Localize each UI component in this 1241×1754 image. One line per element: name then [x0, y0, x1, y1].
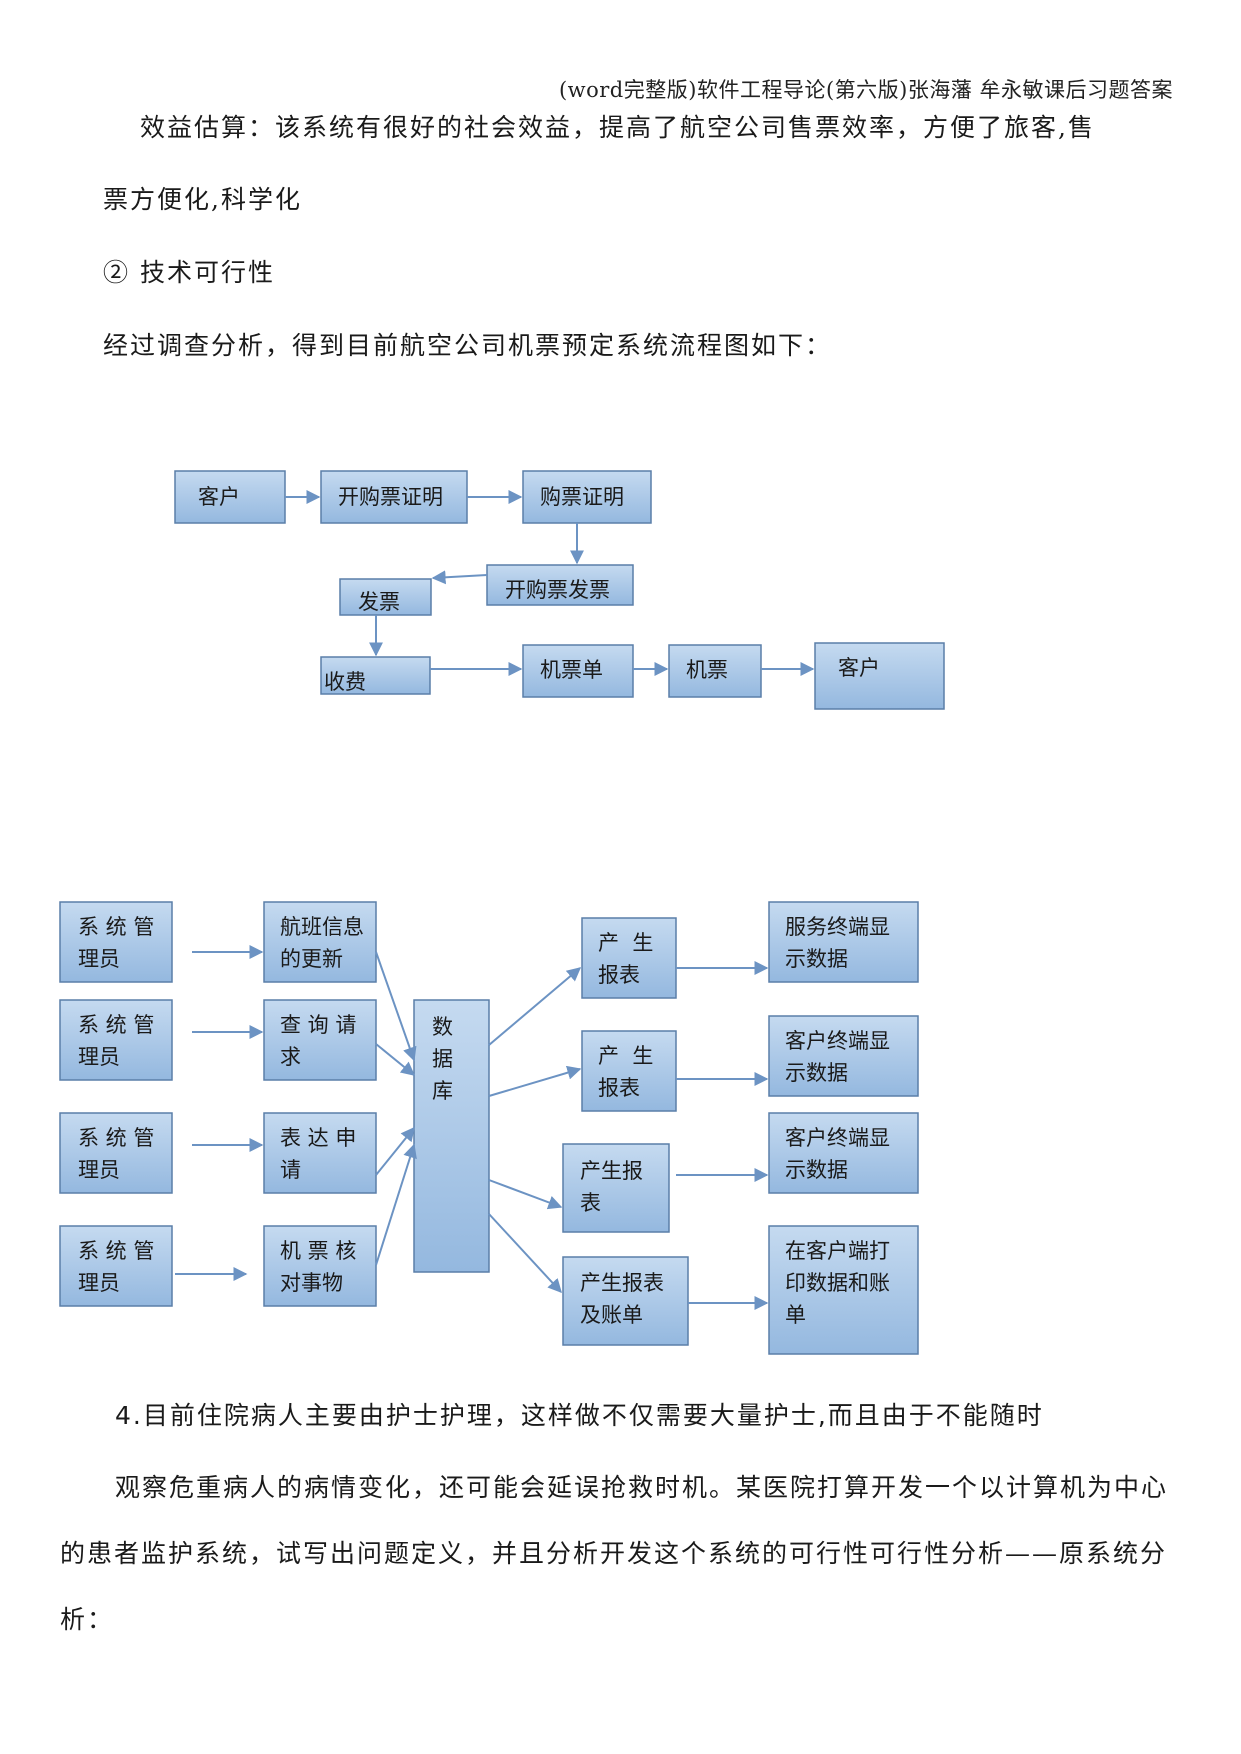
svg-text:产 生: 产 生: [598, 931, 653, 955]
svg-text:对事物: 对事物: [280, 1271, 343, 1295]
flow1-node-invoice: 发票: [339, 578, 432, 616]
svg-text:产生报: 产生报: [580, 1159, 643, 1183]
svg-text:服务终端显: 服务终端显: [785, 915, 890, 939]
svg-text:报表: 报表: [598, 963, 640, 987]
svg-text:请: 请: [280, 1158, 301, 1182]
svg-text:表: 表: [580, 1191, 601, 1215]
action-box-flight-update: 航班信息 的更新: [263, 901, 377, 983]
flow1-node-ticket-form: 机票单: [522, 644, 634, 698]
flow1-node-issue-purchase-proof: 开购票证明: [320, 470, 468, 524]
report-box-2: 产 生 报表: [581, 1030, 677, 1112]
action-box-query-request: 查 询 请 求: [263, 999, 377, 1081]
paragraph-flow-intro: 经过调查分析，得到目前航空公司机票预定系统流程图如下：: [103, 331, 833, 360]
svg-text:客户: 客户: [838, 656, 880, 680]
svg-text:开购票证明: 开购票证明: [338, 485, 443, 509]
svg-text:系 统 管: 系 统 管: [78, 1239, 154, 1263]
ticket-flow-chart: 客户 开购票证明 购票证明 开购票发票 发票 收费 机票单 机票: [174, 470, 945, 710]
svg-text:在客户端打: 在客户端打: [785, 1239, 890, 1263]
svg-text:机票单: 机票单: [540, 658, 603, 682]
svg-text:印数据和账: 印数据和账: [785, 1271, 890, 1295]
svg-text:数: 数: [432, 1015, 453, 1039]
svg-text:查 询 请: 查 询 请: [280, 1013, 356, 1037]
question-4-line-1: 4.目前住院病人主要由护士护理，这样做不仅需要大量护士,而且由于不能随时: [115, 1401, 1044, 1430]
flow-diagrams: 客户 开购票证明 购票证明 开购票发票 发票 收费 机票单 机票: [59, 470, 945, 1355]
flow1-node-purchase-proof: 购票证明: [522, 470, 652, 524]
flow1-node-customer-start: 客户: [174, 470, 286, 524]
question-4-line-4: 析：: [60, 1605, 115, 1634]
report-box-1: 产 生 报表: [581, 917, 677, 999]
page-header: (word完整版)软件工程导论(第六版)张海藩 牟永敏课后习题答案: [558, 78, 1173, 102]
action-box-ticket-check: 机 票 核 对事物: [263, 1225, 377, 1307]
svg-text:单: 单: [785, 1303, 806, 1327]
admin-box-3: 系 统 管 理员: [59, 1112, 173, 1194]
paragraph-benefit-continued: 票方便化,科学化: [103, 185, 302, 214]
svg-text:表 达 申: 表 达 申: [280, 1126, 356, 1150]
flow1-node-customer-end: 客户: [814, 642, 945, 710]
svg-text:客户终端显: 客户终端显: [785, 1126, 890, 1150]
management-flow-chart: 系 统 管 理员 系 统 管 理员 系 统 管 理员 系 统 管 理员 航班信息…: [59, 901, 919, 1355]
admin-box-1: 系 统 管 理员: [59, 901, 173, 983]
question-4-line-2: 观察危重病人的病情变化，还可能会延误抢救时机。某医院打算开发一个以计算机为中心: [115, 1473, 1169, 1502]
flow1-arrows: [285, 490, 815, 676]
output-box-service-terminal: 服务终端显 示数据: [768, 901, 919, 983]
svg-text:系 统 管: 系 统 管: [78, 915, 154, 939]
svg-text:的更新: 的更新: [280, 947, 343, 971]
svg-text:发票: 发票: [358, 590, 400, 614]
svg-text:产 生: 产 生: [598, 1044, 653, 1068]
flow1-node-issue-invoice: 开购票发票: [486, 564, 634, 606]
svg-text:客户: 客户: [198, 485, 240, 509]
svg-text:系 统 管: 系 统 管: [78, 1126, 154, 1150]
svg-text:购票证明: 购票证明: [540, 485, 624, 509]
svg-text:求: 求: [280, 1045, 301, 1069]
admin-box-2: 系 统 管 理员: [59, 999, 173, 1081]
svg-text:及账单: 及账单: [580, 1303, 643, 1327]
svg-text:开购票发票: 开购票发票: [505, 578, 610, 602]
action-box-submit-application: 表 达 申 请: [263, 1112, 377, 1194]
paragraph-benefit-estimate: 效益估算：该系统有很好的社会效益，提高了航空公司售票效率，方便了旅客,售: [140, 113, 1095, 142]
admin-box-4: 系 统 管 理员: [59, 1225, 173, 1307]
svg-text:产生报表: 产生报表: [580, 1271, 664, 1295]
svg-text:示数据: 示数据: [785, 947, 848, 971]
question-4-line-3: 的患者监护系统，试写出问题定义，并且分析开发这个系统的可行性可行性分析——原系统…: [60, 1539, 1168, 1568]
svg-text:理员: 理员: [78, 1271, 120, 1295]
svg-text:理员: 理员: [78, 1158, 120, 1182]
svg-text:报表: 报表: [598, 1076, 640, 1100]
svg-text:航班信息: 航班信息: [280, 915, 364, 939]
svg-text:理员: 理员: [78, 947, 120, 971]
svg-text:理员: 理员: [78, 1045, 120, 1069]
output-box-client-terminal-1: 客户终端显 示数据: [768, 1015, 919, 1097]
flow1-node-ticket: 机票: [668, 644, 762, 698]
svg-text:客户终端显: 客户终端显: [785, 1029, 890, 1053]
flow2-arrows: [175, 945, 769, 1310]
svg-text:收费: 收费: [324, 670, 366, 694]
svg-text:机票: 机票: [686, 658, 728, 682]
output-box-client-print: 在客户端打 印数据和账 单: [768, 1225, 919, 1355]
heading-technical-feasibility: ② 技术可行性: [103, 258, 275, 287]
flow1-node-charge: 收费: [320, 656, 431, 695]
database-box: 数 据 库: [413, 999, 490, 1273]
report-box-4: 产生报表 及账单: [562, 1256, 689, 1346]
output-box-client-terminal-2: 客户终端显 示数据: [768, 1112, 919, 1194]
svg-text:机 票 核: 机 票 核: [280, 1239, 356, 1263]
report-box-3: 产生报 表: [562, 1143, 670, 1233]
svg-text:库: 库: [432, 1079, 453, 1103]
svg-text:示数据: 示数据: [785, 1061, 848, 1085]
svg-text:据: 据: [432, 1047, 453, 1071]
svg-text:系 统 管: 系 统 管: [78, 1013, 154, 1037]
svg-text:示数据: 示数据: [785, 1158, 848, 1182]
